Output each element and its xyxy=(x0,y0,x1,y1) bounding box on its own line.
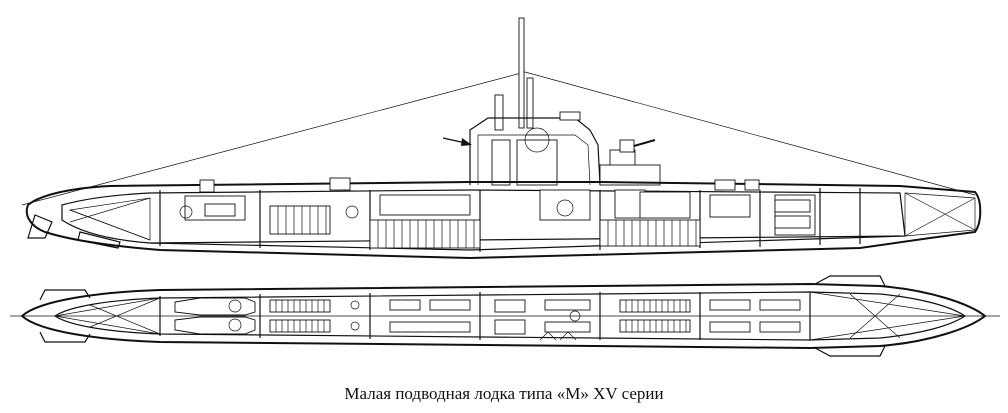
deck-gun xyxy=(599,139,661,186)
grille-texture xyxy=(275,206,697,332)
conning-tower-hatch xyxy=(516,139,558,186)
hull-plan-outline xyxy=(20,282,987,350)
side-view xyxy=(21,17,982,260)
plan-view xyxy=(10,275,1000,357)
battery-compartment-side xyxy=(269,205,701,249)
snorkel-mast xyxy=(494,94,504,131)
figure-caption: Малая подводная лодка типа «М» XV серии xyxy=(344,384,664,403)
pressure-hull-side xyxy=(25,181,982,260)
submarine-drawing xyxy=(10,17,1000,357)
periscope-mast-2 xyxy=(526,77,534,129)
torpedo-tanks xyxy=(174,297,256,335)
periscope-mast xyxy=(518,17,525,129)
